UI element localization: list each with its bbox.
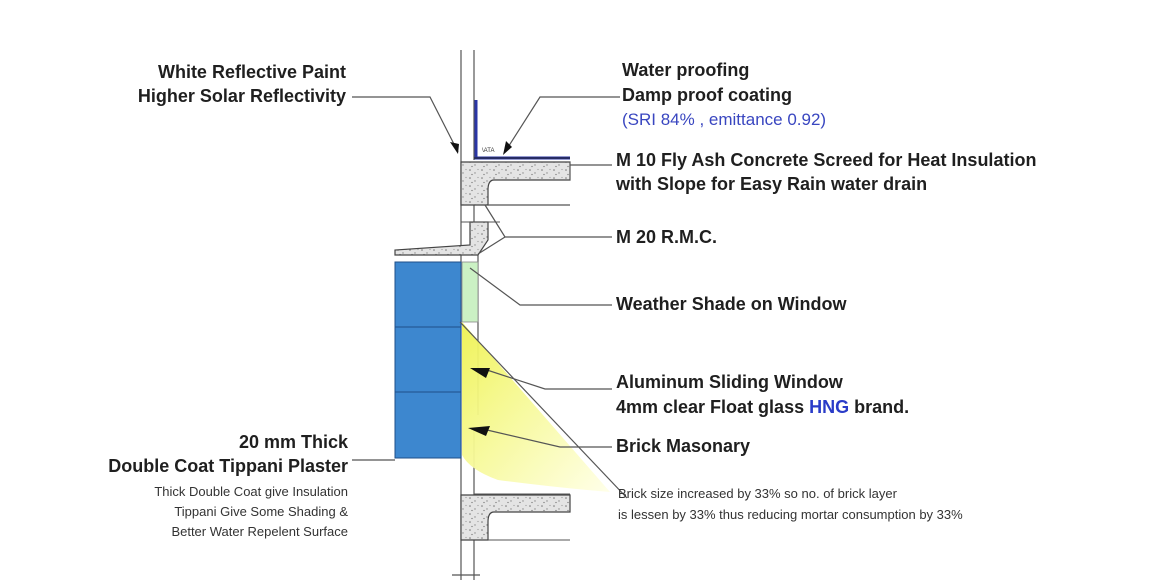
brick-label: Brick Masonary xyxy=(616,436,751,456)
plaster-note-line3: Better Water Repelent Surface xyxy=(171,524,348,539)
screed-label-line1: M 10 Fly Ash Concrete Screed for Heat In… xyxy=(616,150,1037,170)
brand-name: HNG xyxy=(809,397,850,417)
window-label-line1: Aluminum Sliding Window xyxy=(616,372,843,392)
tiny-tag-text: \ATA xyxy=(482,148,494,154)
window-label-line2: 4mm clear Float glass HNG brand. xyxy=(616,395,909,419)
waterproof-label-line1: Water proofing xyxy=(622,60,750,80)
window-arrow-icon xyxy=(470,368,490,378)
plaster-note-line2: Tippani Give Some Shading & xyxy=(174,504,348,519)
upper-roof-slab xyxy=(460,161,571,206)
lower-floor-slab xyxy=(460,493,571,541)
leader-lines xyxy=(352,96,628,499)
waterproof-label-line2: Damp proof coating xyxy=(622,85,792,105)
brick-note-line2: is lessen by 33% thus reducing mortar co… xyxy=(618,507,963,522)
arrow-heads xyxy=(450,141,512,436)
sunlight-beam xyxy=(462,322,610,492)
plaster-label-line2: Double Coat Tippani Plaster xyxy=(108,456,348,476)
brick-arrow-icon xyxy=(468,426,490,436)
screed-label-line2: with Slope for Easy Rain water drain xyxy=(616,174,928,194)
window-glass-text: 4mm clear Float glass xyxy=(616,397,810,417)
weather-shade-label: Weather Shade on Window xyxy=(616,294,847,314)
window-glass xyxy=(461,261,479,323)
plaster-note-line1: Thick Double Coat give Insulation xyxy=(154,484,348,499)
paint-label-line2: Higher Solar Reflectivity xyxy=(137,86,346,106)
waterproofing-layer xyxy=(474,100,570,160)
plaster-label-line1: 20 mm Thick xyxy=(238,432,348,452)
brick-note-line1: Brick size increased by 33% so no. of br… xyxy=(618,486,897,501)
paint-label-line1: White Reflective Paint xyxy=(157,62,346,82)
window-brand-suffix: brand. xyxy=(849,397,910,417)
tippani-plaster-block xyxy=(394,261,462,459)
rmc-label: M 20 R.M.C. xyxy=(616,227,718,247)
waterproof-sri-text: (SRI 84% , emittance 0.92) xyxy=(622,110,827,129)
